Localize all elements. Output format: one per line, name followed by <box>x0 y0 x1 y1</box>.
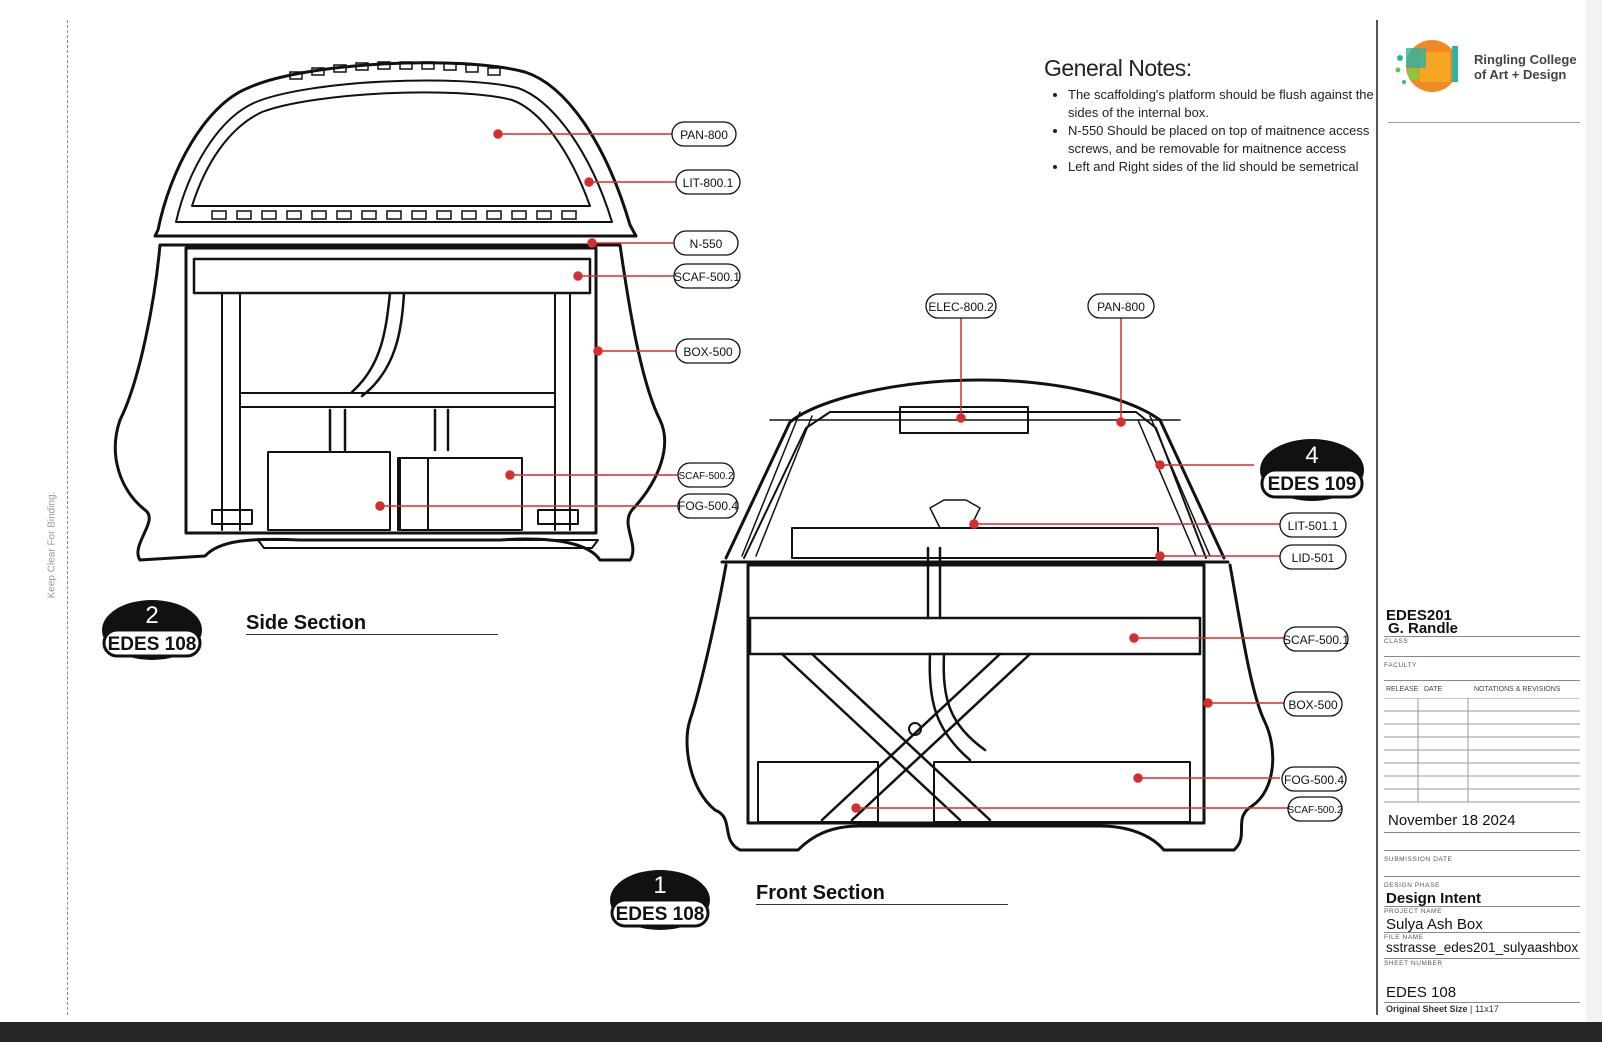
rev-header-date: DATE <box>1424 686 1443 693</box>
submission-rule <box>1384 832 1580 833</box>
callout-fog-500-4: FOG-500.4 <box>678 499 738 513</box>
logo-underline <box>1388 122 1580 123</box>
design-phase-rule <box>1384 906 1580 907</box>
callout-fog-500-4-front: FOG-500.4 <box>1284 773 1344 787</box>
sheet-size: Original Sheet Size | 11x17 <box>1386 1004 1499 1014</box>
front-section-badge: 1 EDES 108 <box>610 870 710 930</box>
callout-scaf-500-1: SCAF-500.1 <box>674 270 740 284</box>
side-badge-number: 2 <box>145 602 158 629</box>
side-internal-box <box>184 246 598 535</box>
side-section-title-rule <box>246 634 498 635</box>
side-leaders <box>375 129 682 511</box>
college-name-line2: of Art + Design <box>1474 67 1567 82</box>
side-panel <box>191 91 591 207</box>
front-body-shell <box>685 563 1275 852</box>
faculty-value: G. Randle <box>1388 620 1459 637</box>
side-lid-inner <box>175 79 613 223</box>
callout-n-550: N-550 <box>690 237 723 251</box>
front-internal-box <box>746 563 1206 825</box>
note-item: N-550 Should be placed on top of maitnen… <box>1068 122 1379 158</box>
general-notes-title: General Notes: <box>1044 55 1192 81</box>
front-badge-ref: EDES 108 <box>616 904 705 925</box>
sheet-size-label: Original Sheet Size <box>1386 1004 1468 1014</box>
front-callout-tags <box>925 293 1349 822</box>
binding-margin-line <box>67 20 68 1015</box>
front-lid-panel <box>791 527 1159 559</box>
viewer-bottom-bar <box>0 1022 1602 1042</box>
detail-badge: 4 EDES 109 <box>1260 439 1364 501</box>
file-name-label: FILE NAME <box>1384 934 1424 941</box>
side-callout-tags <box>671 121 741 519</box>
class-value: EDES201 <box>1386 607 1452 624</box>
file-name-value: sstrasse_edes201_sulyaashbox <box>1386 940 1579 955</box>
general-notes-list: The scaffolding's platform should be flu… <box>1044 86 1379 176</box>
file-name-rule <box>1384 958 1580 959</box>
project-name-value: Sulya Ash Box <box>1386 916 1483 933</box>
page-edge <box>1586 0 1602 1022</box>
faculty-label: FACULTY <box>1384 662 1417 669</box>
callout-scaf-500-2: SCAF-500.2 <box>678 471 733 482</box>
side-led-strip <box>211 61 577 220</box>
project-name-rule <box>1384 932 1580 933</box>
side-badge-ref: EDES 108 <box>108 634 197 655</box>
submission-date-label: SUBMISSION DATE <box>1384 856 1453 863</box>
class-label: CLASS <box>1384 638 1409 645</box>
college-name-line1: Ringling College <box>1474 52 1577 67</box>
callout-box-500: BOX-500 <box>683 345 733 359</box>
front-badge-number: 1 <box>653 872 666 899</box>
design-phase-value: Design Intent <box>1386 890 1482 907</box>
note-item: The scaffolding's platform should be flu… <box>1068 86 1379 122</box>
submission-bottom-rule <box>1384 850 1580 851</box>
sheet-size-separator: | <box>1470 1004 1475 1014</box>
front-scaffold-platform <box>748 616 1202 656</box>
rev-header-release: RELEASE <box>1386 686 1419 693</box>
submission-date-value: November 18 2024 <box>1388 812 1516 829</box>
sheet-number-label: SHEET NUMBER <box>1384 960 1443 967</box>
front-section-title: Front Section <box>756 882 885 904</box>
revisions-grid <box>1384 698 1580 803</box>
project-name-label: PROJECT NAME <box>1384 908 1443 915</box>
callout-box-500-front: BOX-500 <box>1288 698 1338 712</box>
callout-lit-800-1: LIT-800.1 <box>683 176 734 190</box>
college-name: Ringling College of Art + Design <box>1474 52 1577 82</box>
front-section-title-rule <box>756 904 1008 905</box>
callout-pan-800-front: PAN-800 <box>1097 300 1145 314</box>
callout-lit-501-1: LIT-501.1 <box>1288 519 1339 533</box>
front-lid-outer <box>724 378 1226 560</box>
faculty-bottom-rule <box>1384 680 1580 681</box>
phase-rule <box>1384 876 1580 877</box>
title-block-divider <box>1376 20 1378 1015</box>
side-section-title: Side Section <box>246 612 367 634</box>
sheet-size-value: 11x17 <box>1474 1004 1499 1014</box>
callout-pan-800: PAN-800 <box>680 128 728 142</box>
sheet-number-value: EDES 108 <box>1386 984 1457 1001</box>
side-scaffold-platform <box>192 257 592 295</box>
general-notes: General Notes: The scaffolding's platfor… <box>1044 55 1379 176</box>
callout-scaf-500-1-front: SCAF-500.1 <box>1283 633 1349 647</box>
detail-badge-number: 4 <box>1305 442 1318 469</box>
rev-header-notations: NOTATIONS & REVISIONS <box>1474 686 1561 693</box>
sheet-number-rule <box>1384 1002 1580 1003</box>
faculty-rule <box>1384 656 1580 657</box>
note-item: Left and Right sides of the lid should b… <box>1068 158 1379 176</box>
class-rule <box>1384 636 1580 637</box>
callout-scaf-500-2-front: SCAF-500.2 <box>1287 805 1342 816</box>
callout-lid-501: LID-501 <box>1292 551 1335 565</box>
detail-badge-ref: EDES 109 <box>1268 474 1357 495</box>
side-section-badge: 2 EDES 108 <box>102 600 202 660</box>
design-phase-label: DESIGN PHASE <box>1384 882 1440 889</box>
front-leaders <box>851 318 1288 813</box>
callout-elec-800-2: ELEC-800.2 <box>928 300 994 314</box>
college-logo <box>1395 40 1458 92</box>
